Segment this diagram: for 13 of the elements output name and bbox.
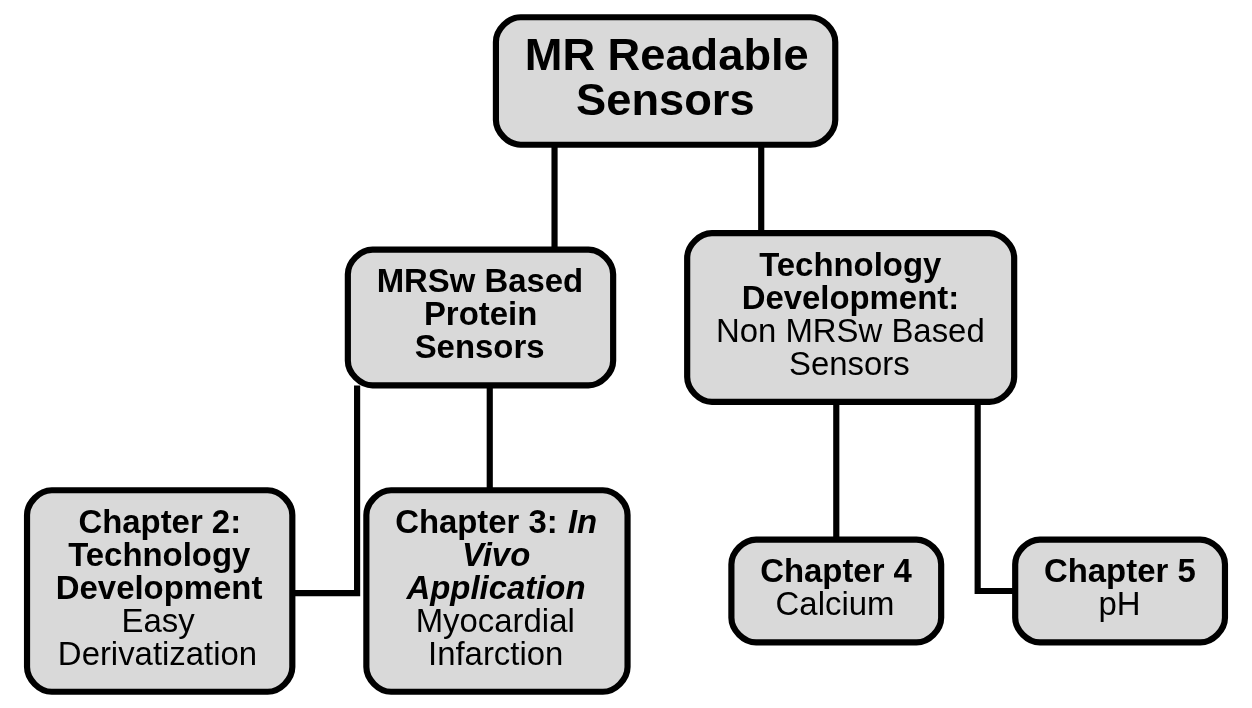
connector bbox=[486, 385, 493, 490]
connector bbox=[758, 144, 765, 233]
connector bbox=[833, 402, 840, 539]
node-box: Chapter 5 pH bbox=[1012, 536, 1229, 645]
connector bbox=[974, 402, 1016, 594]
node-box: Chapter 2: Technology Development Easy Derivatization bbox=[23, 486, 296, 695]
node-box: MRSw Based Protein Sensors bbox=[344, 246, 617, 388]
node-box: Technology Development: Non MRSw Based Sensors bbox=[684, 229, 1018, 405]
connector bbox=[292, 385, 361, 596]
node-box: MR Readable Sensors bbox=[492, 13, 839, 148]
node-box: Chapter 4 Calcium bbox=[728, 536, 945, 645]
node-box: Chapter 3: In Vivo Application Myocardial Infarction bbox=[363, 486, 631, 695]
connector bbox=[551, 144, 558, 249]
